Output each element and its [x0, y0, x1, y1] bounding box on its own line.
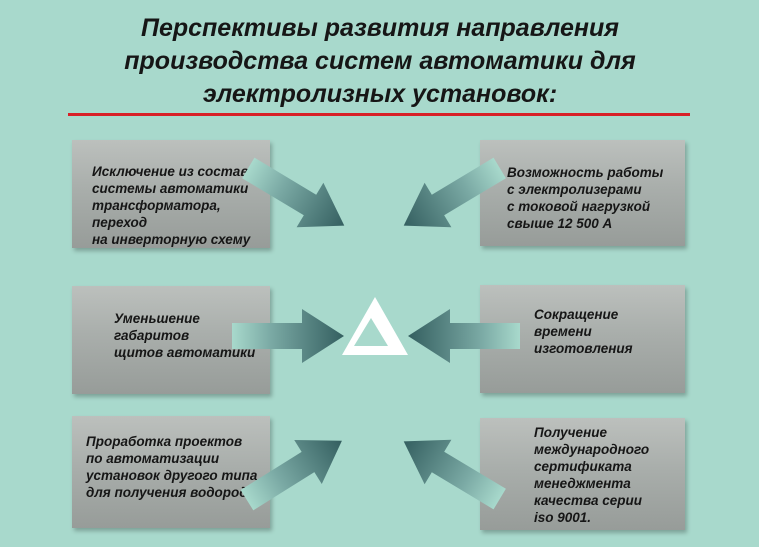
- arrow-left-top-icon: [242, 157, 345, 228]
- box-right-top-text: Возможность работы с электролизерами с т…: [507, 165, 664, 231]
- box-left-middle-text: Уменьшение габаритов щитов автоматики: [114, 311, 256, 360]
- arrow-left-middle-icon: [232, 309, 344, 363]
- box-left-top-text: Исключение из состава системы автоматики…: [92, 164, 256, 247]
- box-right-middle-text: Сокращение времени изготовления: [534, 307, 633, 356]
- arrow-right-middle-icon: [408, 309, 520, 363]
- delta-triangle-icon: [342, 297, 408, 355]
- box-right-bottom-text: Получение международного сертификата мен…: [534, 425, 650, 525]
- box-left-bottom: Проработка проектов по автоматизации уст…: [72, 416, 270, 528]
- box-left-top: Исключение из состава системы автоматики…: [72, 140, 270, 248]
- arrow-right-top-icon: [403, 157, 506, 228]
- arrow-right-bottom-icon: [403, 439, 506, 510]
- page-title: Перспективы развития направления произво…: [124, 14, 636, 108]
- box-left-bottom-text: Проработка проектов по автоматизации уст…: [86, 434, 258, 500]
- title-divider: [68, 113, 690, 116]
- box-right-bottom: Получение международного сертификата мен…: [480, 418, 685, 530]
- box-right-top: Возможность работы с электролизерами с т…: [480, 140, 685, 246]
- arrow-left-bottom-icon: [240, 439, 342, 511]
